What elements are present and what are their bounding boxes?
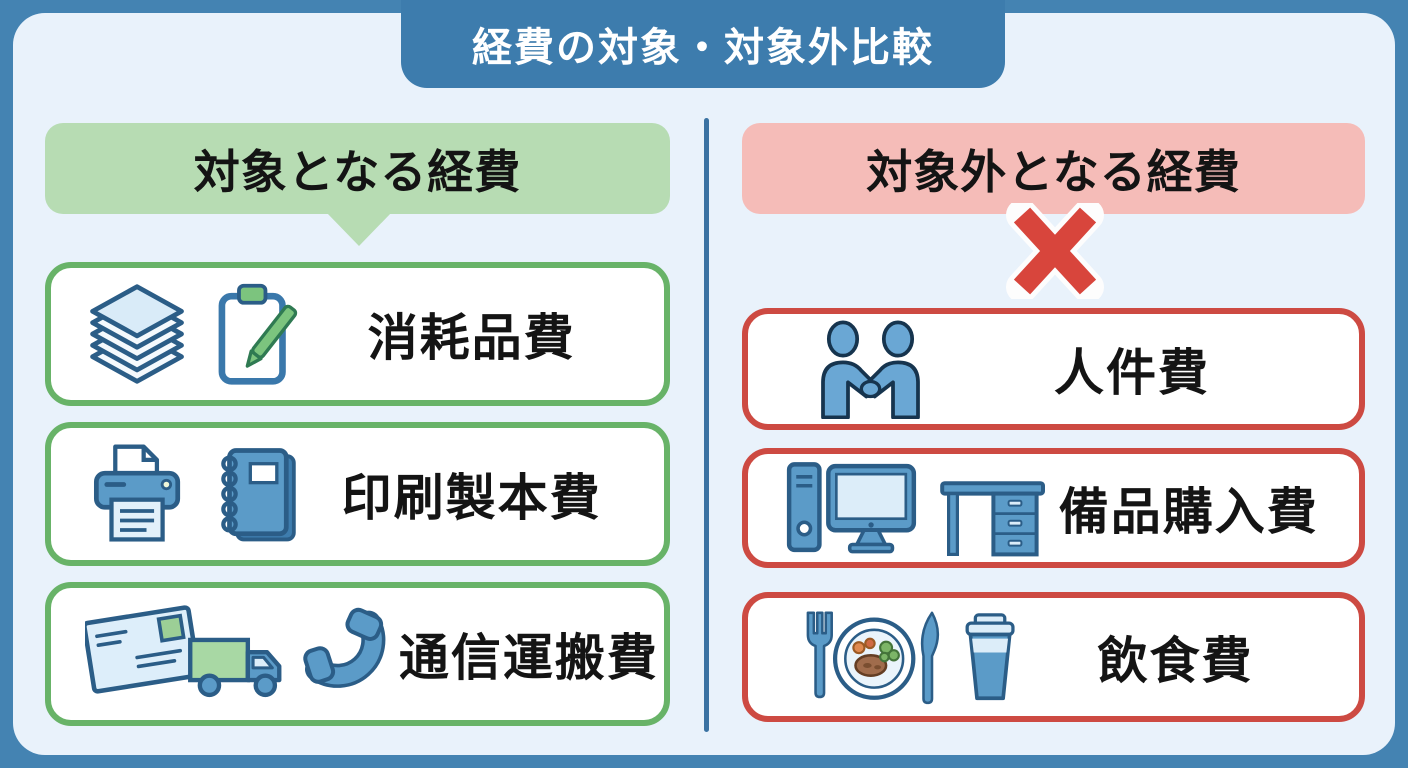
ineligible-header: 対象外となる経費 (742, 123, 1365, 214)
printer-icon (93, 444, 181, 542)
expense-card-personnel: 人件費 (742, 308, 1365, 430)
coffee-cup-icon (965, 613, 1015, 701)
page-title: 経費の対象・対象外比較 (472, 25, 934, 71)
eligible-header: 対象となる経費 (45, 123, 670, 214)
expense-label: 通信運搬費 (398, 629, 659, 687)
expense-label: 備品購入費 (1058, 483, 1319, 541)
eligible-header-label: 対象となる経費 (193, 144, 522, 199)
phone-icon (302, 607, 385, 688)
card-icons (85, 281, 307, 387)
title-banner: 経費の対象・対象外比較 (401, 0, 1005, 88)
paper-stack-icon (90, 284, 184, 384)
column-divider (704, 118, 709, 732)
computer-icon (786, 462, 917, 554)
card-icons (782, 456, 1047, 560)
handshake-icon (821, 320, 920, 419)
truck-icon (188, 637, 282, 698)
fork-icon (806, 611, 833, 699)
expense-label: 人件費 (1054, 344, 1210, 402)
card-icons (85, 441, 307, 547)
clipboard-pen-icon (218, 283, 298, 385)
expense-label: 消耗品費 (367, 309, 576, 367)
header-tail-arrow (326, 212, 392, 246)
expense-card-food: 飲食費 (742, 592, 1365, 722)
expense-label: 飲食費 (1097, 632, 1254, 690)
card-icons (808, 319, 933, 419)
ineligible-header-label: 対象外となる経費 (866, 144, 1241, 199)
envelope-icon (85, 605, 201, 694)
expense-card-communication: 通信運搬費 (45, 582, 670, 726)
expense-card-consumables: 消耗品費 (45, 262, 670, 406)
desk-icon (939, 481, 1045, 557)
knife-icon (920, 611, 940, 705)
meal-plate-icon (806, 611, 940, 705)
card-icons (85, 593, 399, 715)
card-icons (796, 606, 1020, 708)
expense-card-printing: 印刷製本費 (45, 422, 670, 566)
notebook-icon (221, 448, 296, 542)
expense-card-equipment: 備品購入費 (742, 448, 1365, 568)
expense-label: 印刷製本費 (341, 469, 602, 527)
x-mark-icon (1006, 203, 1104, 299)
